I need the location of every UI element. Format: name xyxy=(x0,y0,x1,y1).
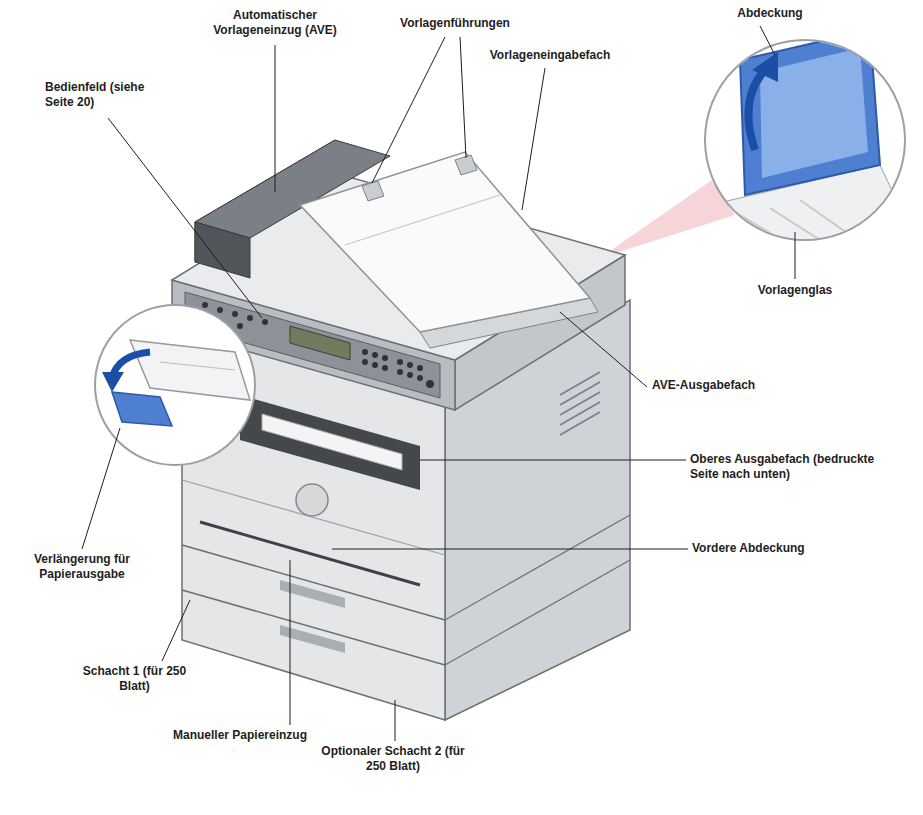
printer-body xyxy=(560,382,600,405)
control-panel xyxy=(407,362,413,368)
printer-body xyxy=(262,414,402,470)
control-panel xyxy=(262,319,268,325)
leader-line xyxy=(372,37,445,183)
leader-line xyxy=(82,428,120,549)
extension-inset xyxy=(112,340,250,426)
extension-inset xyxy=(160,362,235,370)
part-label: Vorlageneingabefach xyxy=(480,48,620,63)
control-panel xyxy=(382,355,388,361)
leader-line xyxy=(795,232,796,279)
printer-body xyxy=(560,372,600,395)
control-panel xyxy=(372,362,378,368)
leader-line xyxy=(275,45,276,192)
part-label: Verlängerung für Papierausgabe xyxy=(22,552,142,582)
printer-body xyxy=(560,392,600,415)
extension-inset xyxy=(102,372,124,392)
printer-body xyxy=(240,395,420,490)
cover-inset xyxy=(710,30,920,250)
leader-line xyxy=(332,549,688,550)
document-feeder xyxy=(345,195,500,245)
document-feeder xyxy=(195,140,598,348)
printer-body xyxy=(560,412,600,435)
part-label: Bedienfeld (siehe Seite 20) xyxy=(45,80,153,110)
callout-wedge xyxy=(600,180,735,258)
control-panel xyxy=(397,369,403,375)
control-panel xyxy=(417,365,423,371)
printer-body xyxy=(560,402,600,425)
control-panel xyxy=(290,326,350,360)
leader-line xyxy=(82,26,795,741)
printer-body xyxy=(182,545,445,620)
control-panel xyxy=(407,372,413,378)
part-label: Abdeckung xyxy=(720,6,820,21)
cover-inset xyxy=(705,30,920,250)
control-panel xyxy=(237,323,243,329)
cover-inset xyxy=(800,200,850,235)
document-feeder xyxy=(195,222,250,278)
leader-line xyxy=(290,560,291,725)
printer-body xyxy=(445,515,630,620)
part-label: Vordere Abdeckung xyxy=(692,541,842,556)
part-label: Optionaler Schacht 2 (für 250 Blatt) xyxy=(318,744,468,774)
leader-line xyxy=(560,312,647,387)
extension-inset xyxy=(112,392,172,426)
control-panel xyxy=(426,380,434,388)
cover-inset xyxy=(740,30,880,195)
control-panel xyxy=(202,302,208,308)
part-label: Manueller Papiereinzug xyxy=(150,728,330,743)
cover-inset xyxy=(752,52,778,82)
printer-body xyxy=(200,522,420,585)
extension-inset xyxy=(95,305,255,465)
control-panel xyxy=(372,352,378,358)
printer-body xyxy=(296,484,328,516)
part-label: Vorlagenglas xyxy=(740,283,850,298)
cover-inset xyxy=(748,70,765,150)
control-panel xyxy=(232,311,238,317)
leader-line xyxy=(162,600,190,661)
leader-line xyxy=(460,37,466,158)
control-panel xyxy=(417,375,423,381)
control-panel xyxy=(217,307,223,313)
cover-inset xyxy=(740,215,790,245)
control-panel xyxy=(382,365,388,371)
part-label: Oberes Ausgabefach (bedruckte Seite nach… xyxy=(690,452,885,482)
control-panel xyxy=(397,359,403,365)
control-panel xyxy=(362,349,368,355)
printer-body xyxy=(182,480,445,555)
part-label: Vorlagenführungen xyxy=(385,16,525,31)
part-label: Automatischer Vorlageneinzug (AVE) xyxy=(200,8,350,38)
part-label: AVE-Ausgabefach xyxy=(652,378,792,393)
control-panel xyxy=(247,315,253,321)
extension-inset xyxy=(95,305,255,465)
control-panel xyxy=(362,359,368,365)
document-feeder xyxy=(300,152,590,332)
part-label: Schacht 1 (für 250 Blatt) xyxy=(82,664,187,694)
leader-line xyxy=(108,118,262,318)
leader-line xyxy=(522,68,545,210)
printer-body xyxy=(182,590,445,665)
printer-body xyxy=(445,560,630,665)
leader-line xyxy=(760,26,775,55)
leader-line xyxy=(395,700,396,741)
document-feeder xyxy=(362,181,384,201)
leader-line xyxy=(420,460,686,461)
